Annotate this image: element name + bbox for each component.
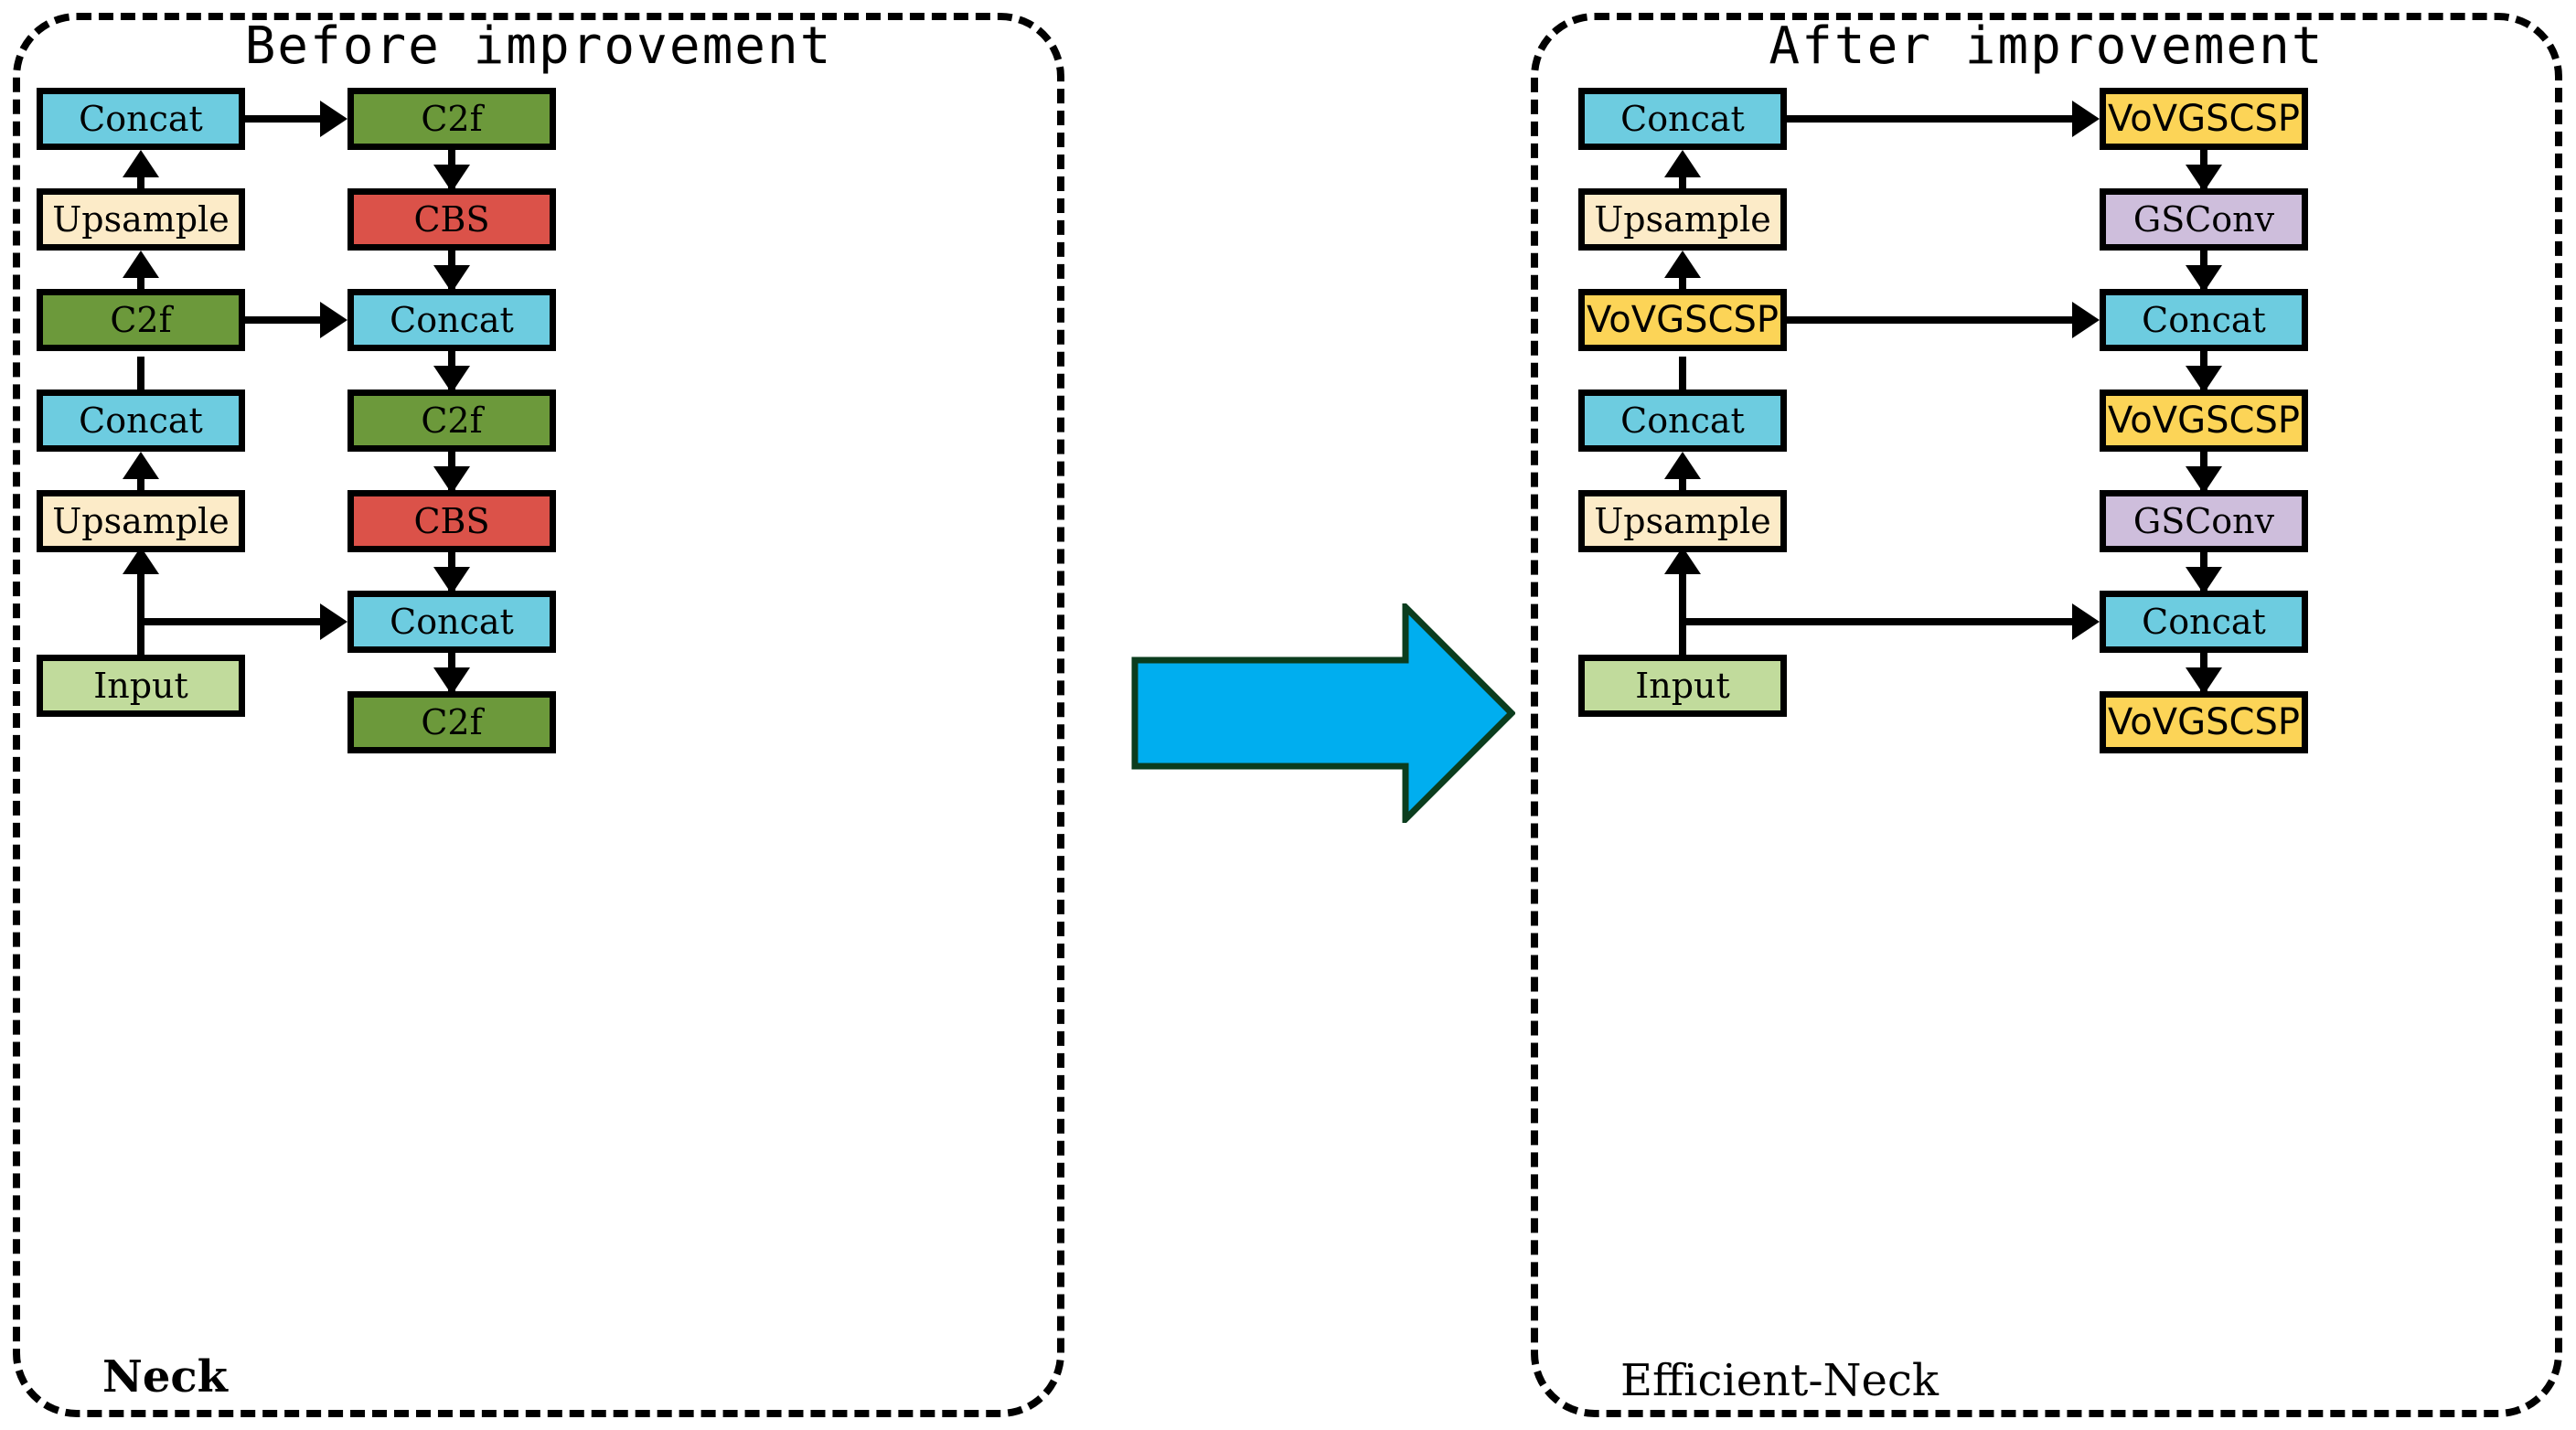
arrowhead-r-down-5 (2186, 567, 2222, 594)
node-right-vovgscsp-1[interactable]: VoVGSCSP (1578, 289, 1787, 351)
node-right-right-gsconv-1[interactable]: GSConv (2100, 188, 2308, 251)
arrowhead-down-3 (433, 366, 470, 393)
node-left-c2f-1[interactable]: C2f (37, 289, 245, 351)
node-right-concat-2[interactable]: Concat (1578, 390, 1787, 452)
arrowhead-down-4 (433, 466, 470, 494)
edge-r-up-4 (1679, 549, 1686, 658)
arrowhead-right-1 (320, 101, 347, 137)
before-improvement-panel (13, 13, 1064, 1417)
node-right-input[interactable]: Input (1578, 655, 1787, 717)
edge-up-input-upsample2 (137, 549, 144, 658)
node-right-right-gsconv-2[interactable]: GSConv (2100, 490, 2308, 552)
node-left-concat-1[interactable]: Concat (37, 88, 245, 150)
improvement-arrow-icon (1131, 603, 1515, 823)
panel-footer-efficient-neck: Efficient-Neck (1620, 1355, 1939, 1406)
arrowhead-down-2 (433, 265, 470, 293)
node-left-upsample-2[interactable]: Upsample (37, 490, 245, 552)
arrowhead-r-down-4 (2186, 466, 2222, 494)
arrowhead-r-down-3 (2186, 366, 2222, 393)
edge-r-vov1-to-concat (1787, 316, 2076, 324)
node-left-right-concat-1[interactable]: Concat (347, 289, 556, 351)
arrowhead-down-6 (433, 667, 470, 695)
arrowhead-r-right-2 (2072, 302, 2100, 338)
arrowhead-r-down-1 (2186, 165, 2222, 192)
panel-footer-neck: Neck (102, 1351, 228, 1403)
arrowhead-down-1 (433, 165, 470, 192)
edge-input-to-concat (137, 618, 324, 625)
node-right-upsample-1[interactable]: Upsample (1578, 188, 1787, 251)
edge-r-input-to-concat (1679, 618, 2076, 625)
node-right-right-concat-1[interactable]: Concat (2100, 289, 2308, 351)
node-left-right-c2f-2[interactable]: C2f (347, 390, 556, 452)
arrowhead-down-5 (433, 567, 470, 594)
arrowhead-r-right-3 (2072, 603, 2100, 640)
arrowhead-r-up-3 (1664, 452, 1701, 479)
edge-concat1-to-c2f (245, 115, 324, 123)
node-left-concat-2[interactable]: Concat (37, 390, 245, 452)
edge-concat2-c2f1 (137, 357, 144, 393)
node-left-right-cbs-1[interactable]: CBS (347, 188, 556, 251)
arrowhead-right-2 (320, 302, 347, 338)
arrowhead-up-3 (123, 452, 159, 479)
arrowhead-r-up-2 (1664, 251, 1701, 278)
node-left-right-c2f-3[interactable]: C2f (347, 691, 556, 753)
edge-c2f1-to-concat (245, 316, 324, 324)
node-right-right-concat-2[interactable]: Concat (2100, 591, 2308, 653)
arrowhead-r-down-2 (2186, 265, 2222, 293)
arrowhead-right-3 (320, 603, 347, 640)
node-left-right-cbs-2[interactable]: CBS (347, 490, 556, 552)
edge-r-concat1-to-vov (1787, 115, 2076, 123)
node-right-right-vovgscsp-3[interactable]: VoVGSCSP (2100, 691, 2308, 753)
node-left-upsample-1[interactable]: Upsample (37, 188, 245, 251)
arrowhead-up-2 (123, 251, 159, 278)
node-right-right-vovgscsp-2[interactable]: VoVGSCSP (2100, 390, 2308, 452)
node-left-right-c2f-1[interactable]: C2f (347, 88, 556, 150)
arrowhead-up-1 (123, 150, 159, 177)
panel-title-before: Before improvement (244, 16, 833, 76)
arrowhead-r-up-1 (1664, 150, 1701, 177)
arrowhead-r-up-4 (1664, 547, 1701, 574)
edge-r-concat2-vov1 (1679, 357, 1686, 393)
node-right-concat-1[interactable]: Concat (1578, 88, 1787, 150)
arrowhead-r-right-1 (2072, 101, 2100, 137)
arrowhead-up-4 (123, 547, 159, 574)
node-right-right-vovgscsp-1[interactable]: VoVGSCSP (2100, 88, 2308, 150)
after-improvement-panel (1531, 13, 2562, 1417)
panel-title-after: After improvement (1769, 16, 2325, 76)
arrowhead-r-down-6 (2186, 667, 2222, 695)
node-right-upsample-2[interactable]: Upsample (1578, 490, 1787, 552)
node-left-input[interactable]: Input (37, 655, 245, 717)
node-left-right-concat-2[interactable]: Concat (347, 591, 556, 653)
